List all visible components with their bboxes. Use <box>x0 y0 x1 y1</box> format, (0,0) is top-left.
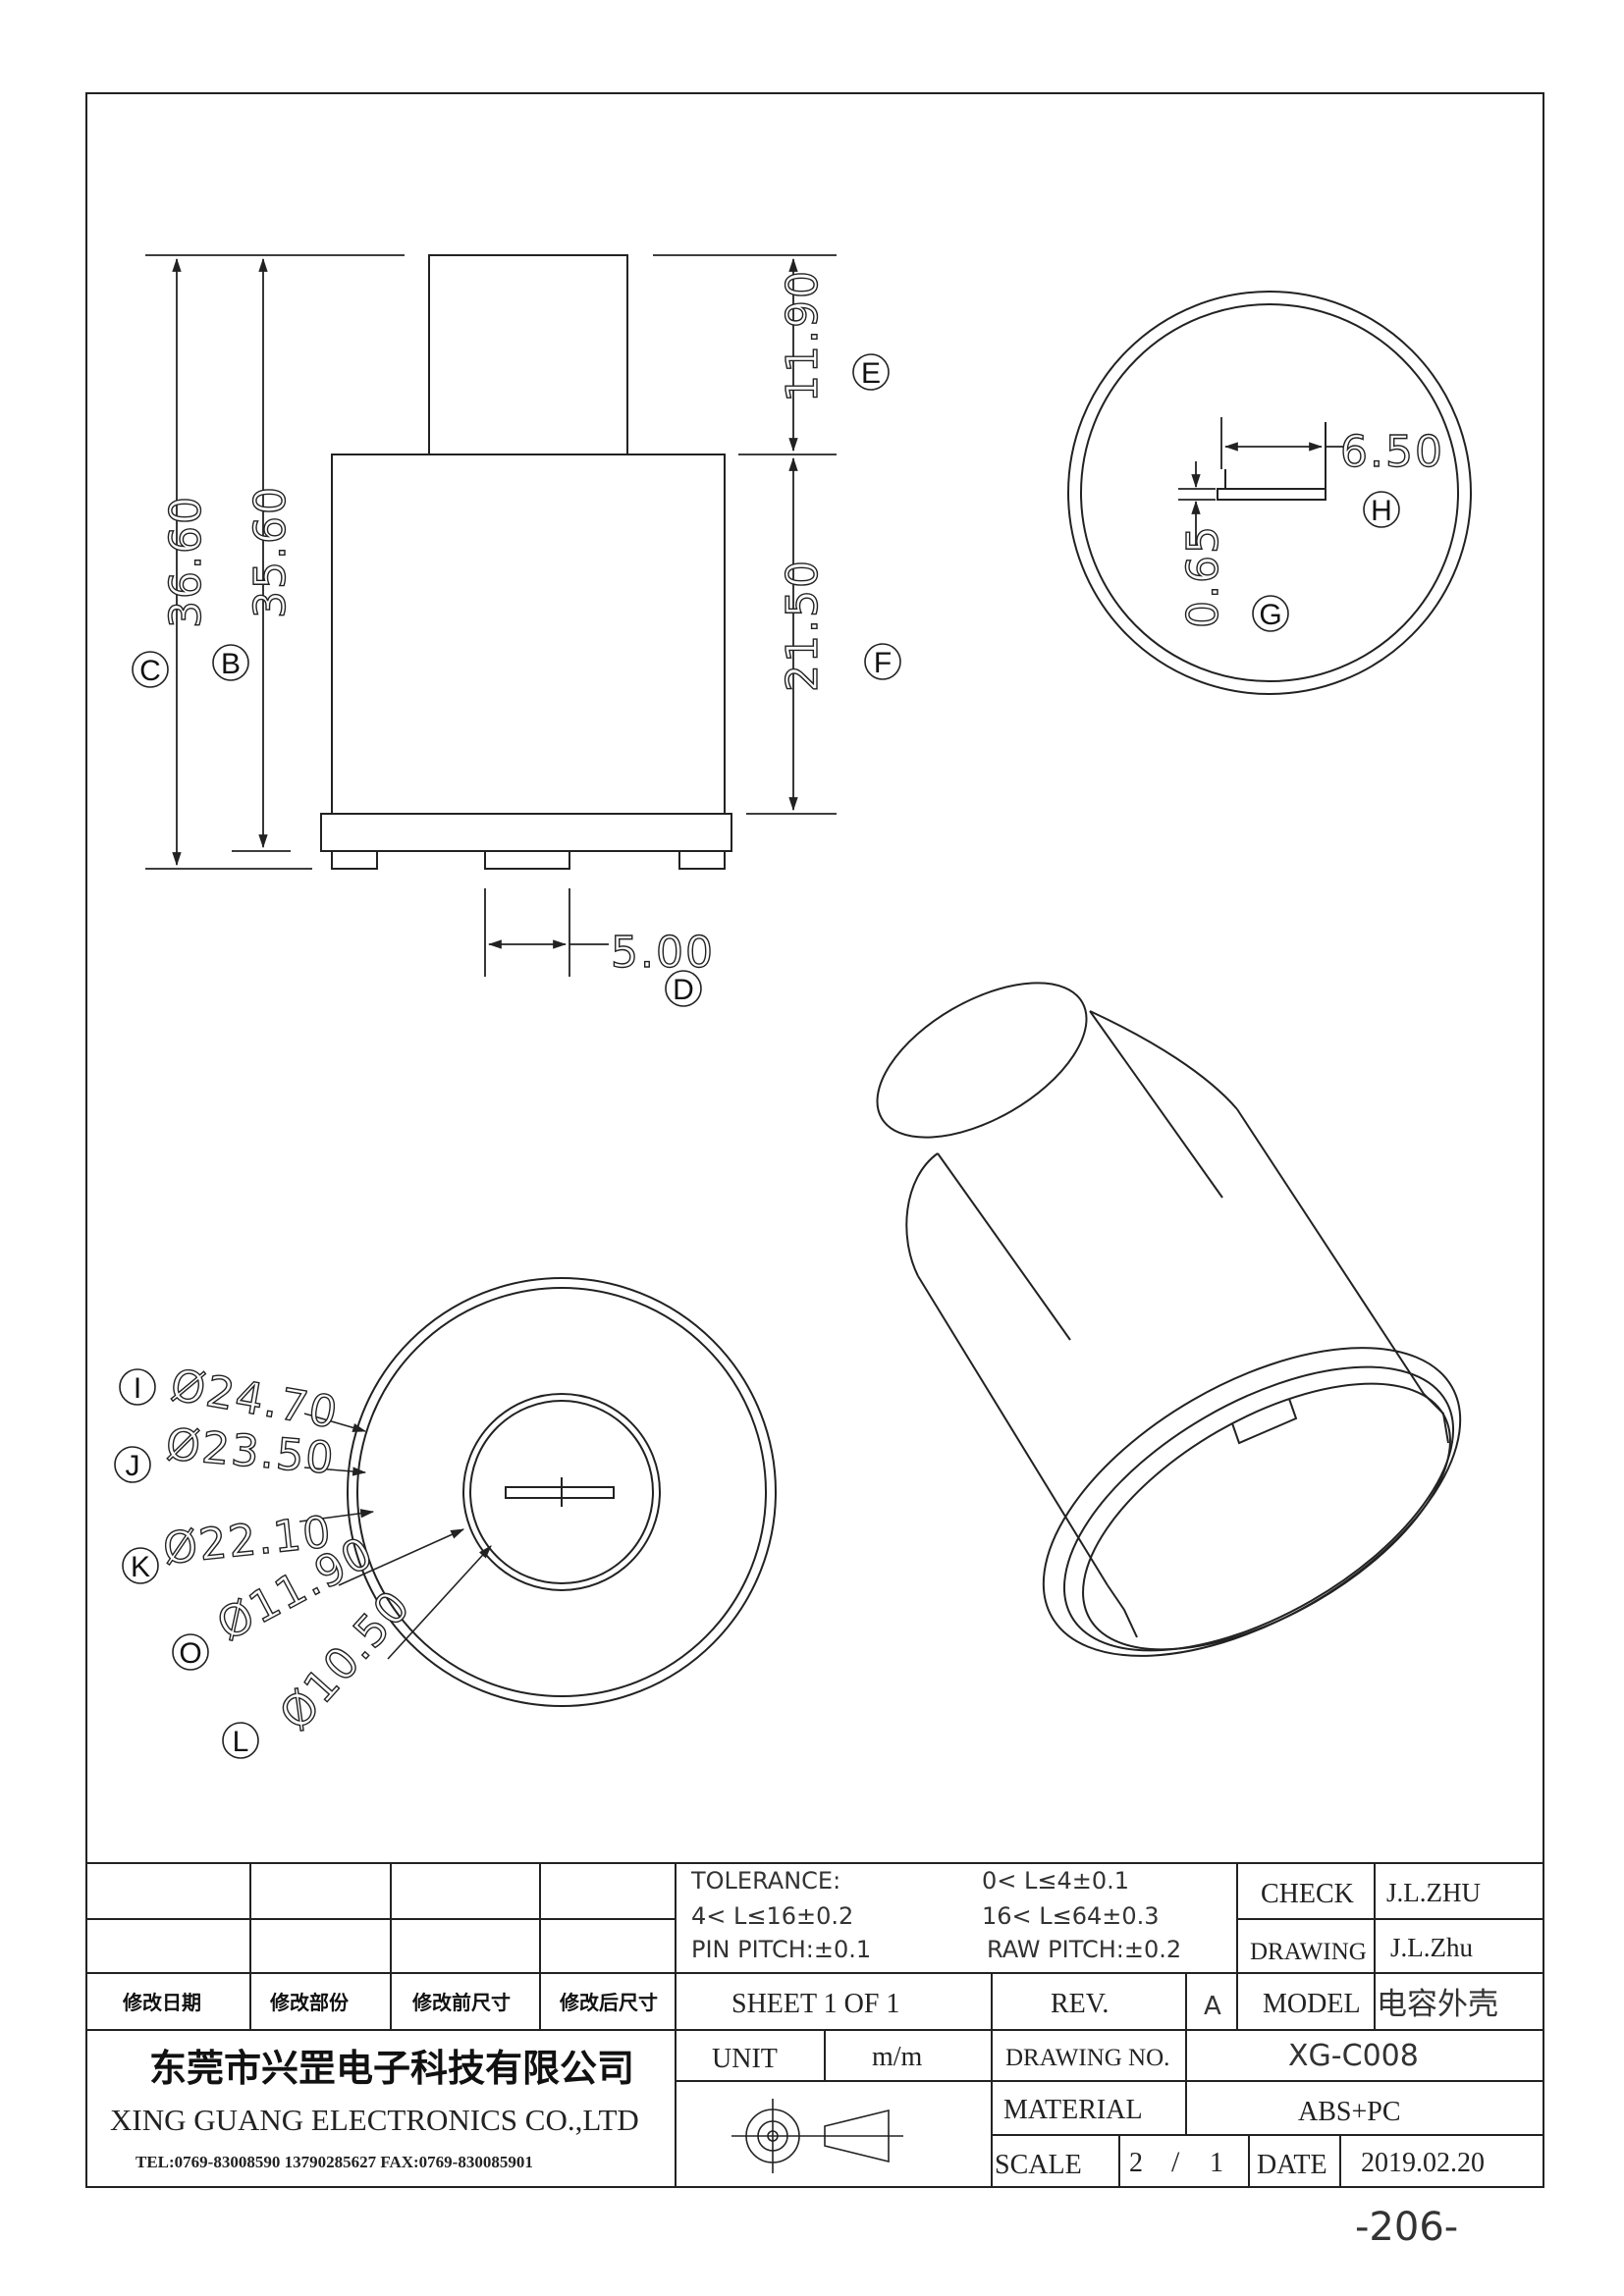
scale-a: 2 <box>1129 2148 1143 2178</box>
svg-text:F: F <box>874 647 892 679</box>
callout-e <box>853 354 889 390</box>
top-slot <box>1218 489 1326 500</box>
pin-pitch: PIN PITCH:±0.1 <box>691 1936 871 1963</box>
check-value: J.L.ZHU <box>1386 1878 1481 1907</box>
dim-d <box>485 888 609 977</box>
page-number: -206- <box>1355 2205 1458 2250</box>
side-pin-stub <box>485 851 569 869</box>
svg-text:J: J <box>126 1450 140 1482</box>
side-foot-right <box>679 851 725 869</box>
dim-h-text: 6.50 <box>1340 427 1444 477</box>
callout-j <box>115 1447 150 1482</box>
dim-h <box>1221 417 1343 469</box>
side-base-flange <box>321 814 731 851</box>
material-value: ABS+PC <box>1298 2097 1401 2127</box>
model-label: MODEL <box>1263 1989 1361 2019</box>
svg-text:B: B <box>221 648 241 680</box>
scale-b: 1 <box>1210 2148 1223 2178</box>
unit-label: UNIT <box>712 2044 778 2074</box>
date-label: DATE <box>1257 2150 1327 2180</box>
projection-symbol <box>731 2099 903 2173</box>
check-label: CHECK <box>1261 1879 1354 1909</box>
callout-markers <box>115 354 1399 1758</box>
dim-d-text: 5.00 <box>611 928 715 978</box>
side-base-feet <box>332 851 377 869</box>
side-body <box>332 454 725 814</box>
dim-k-text: Ø22.10 <box>161 1507 335 1575</box>
drawing-label: DRAWING <box>1250 1939 1367 1965</box>
callout-l <box>223 1723 258 1758</box>
callout-h <box>1364 492 1399 527</box>
rev-header-before: 修改前尺寸 <box>411 1991 511 2014</box>
tolerance-2: 4< L≤16±0.2 <box>691 1902 853 1930</box>
scale-sep: / <box>1171 2146 1180 2178</box>
bottom-slot <box>506 1487 614 1498</box>
isometric-view <box>876 982 1462 1657</box>
tolerance-1: 0< L≤4±0.1 <box>982 1867 1129 1895</box>
top-view <box>1068 292 1471 694</box>
date-value: 2019.02.20 <box>1361 2148 1485 2178</box>
raw-pitch: RAW PITCH:±0.2 <box>987 1936 1181 1963</box>
drawing-frame <box>86 93 1543 2187</box>
company-name-en: XING GUANG ELECTRONICS CO.,LTD <box>110 2103 639 2137</box>
rev-value: A <box>1204 1992 1221 2021</box>
svg-text:E: E <box>861 357 881 390</box>
company-name-cn: 东莞市兴罡电子科技有限公司 <box>149 2047 634 2090</box>
callout-i <box>120 1369 155 1405</box>
svg-text:H: H <box>1371 495 1392 527</box>
dim-g <box>1178 461 1216 550</box>
rev-header-part: 修改部份 <box>269 1991 350 2014</box>
svg-text:K: K <box>131 1551 150 1583</box>
svg-text:L: L <box>233 1726 249 1758</box>
callout-c <box>133 652 168 687</box>
leaders <box>299 1414 492 1659</box>
svg-text:I: I <box>134 1372 141 1405</box>
dim-g-text: 0.65 <box>1178 524 1228 628</box>
dim-f-text: 21.50 <box>778 559 828 692</box>
svg-text:G: G <box>1259 599 1281 631</box>
material-label: MATERIAL <box>1003 2095 1143 2125</box>
rev-label: REV. <box>1051 1989 1109 2019</box>
unit-value: m/m <box>872 2042 923 2072</box>
callout-f <box>865 644 900 679</box>
side-view <box>321 255 731 869</box>
dim-cb <box>145 255 405 869</box>
drawing-no-label: DRAWING NO. <box>1005 2045 1169 2071</box>
bottom-view <box>348 1278 776 1706</box>
rev-header-after: 修改后尺寸 <box>559 1991 658 2014</box>
scale-label: SCALE <box>995 2150 1082 2180</box>
dim-b-text: 35.60 <box>245 485 296 618</box>
title-block-grid <box>86 1863 1543 2187</box>
drawing-value: J.L.Zhu <box>1390 1933 1473 1962</box>
company-contact: TEL:0769-83008590 13790285627 FAX:0769-8… <box>135 2153 533 2171</box>
model-value: 电容外壳 <box>1377 1987 1498 2022</box>
callout-g <box>1253 596 1288 631</box>
dim-c-text: 36.60 <box>161 495 211 628</box>
callout-b <box>213 645 248 680</box>
sheet-text: SHEET 1 OF 1 <box>731 1989 899 2019</box>
tolerance-3: 16< L≤64±0.3 <box>982 1902 1160 1930</box>
dim-e-text: 11.90 <box>778 269 828 402</box>
rev-header-date: 修改日期 <box>122 1991 201 2014</box>
tolerance-label: TOLERANCE: <box>690 1867 840 1895</box>
dim-ef <box>653 255 837 814</box>
side-top-boss <box>429 255 627 454</box>
svg-text:D: D <box>673 974 694 1006</box>
callout-letters: E F C B D H G I J K O L <box>126 357 1392 1758</box>
drawing-no-value: XG-C008 <box>1288 2039 1419 2073</box>
callout-k <box>123 1548 158 1583</box>
callout-o <box>173 1634 208 1670</box>
callout-d <box>666 971 701 1006</box>
svg-text:C: C <box>139 655 161 687</box>
svg-text:O: O <box>179 1637 201 1670</box>
